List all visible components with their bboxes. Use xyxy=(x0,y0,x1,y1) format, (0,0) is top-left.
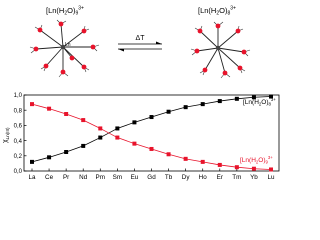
data-point xyxy=(64,112,69,116)
right-complex-mid: O) xyxy=(219,6,228,15)
left-complex-sup: 3+ xyxy=(78,6,84,12)
y-axis-label-main: χ xyxy=(2,139,9,143)
x-tick-label: La xyxy=(28,174,36,181)
x-tick-label: Yb xyxy=(250,174,258,181)
data-point xyxy=(30,102,34,107)
data-point xyxy=(47,155,52,160)
series-layer: [Ln(H2O)83+[Ln(H2O)93+ xyxy=(30,94,276,172)
data-point xyxy=(30,159,34,164)
equilibrium-arrows: ΔT xyxy=(118,35,162,52)
data-point xyxy=(47,106,52,111)
data-point xyxy=(251,166,256,171)
x-tick-label: Pm xyxy=(96,174,105,181)
x-tick-label: Sm xyxy=(113,174,122,181)
data-point xyxy=(81,118,86,123)
series-label: [Ln(H2O)83+ xyxy=(243,97,276,106)
data-point xyxy=(200,159,205,164)
series-label-base: [Ln(H xyxy=(240,157,256,164)
y-tick-label: 0,0 xyxy=(14,169,23,175)
figure-root: [Ln(H2O)93+ Ln xyxy=(2,6,280,181)
data-point xyxy=(251,95,256,100)
x-tick-label: Tm xyxy=(232,174,241,181)
left-center-atom: Ln xyxy=(65,42,71,48)
x-tick-label: Ho xyxy=(199,174,208,181)
right-complex-base: [Ln(H xyxy=(198,6,216,15)
y-tick-label: 0,6 xyxy=(14,124,23,130)
x-tick-label: Gd xyxy=(147,174,156,181)
y-tick-label: 0,8 xyxy=(14,108,23,114)
left-complex-mid: O) xyxy=(67,6,76,15)
x-tick-label: Er xyxy=(217,174,223,181)
right-complex-sub2: 8 xyxy=(227,11,230,17)
data-point xyxy=(166,109,171,114)
y-tick-label: 0,4 xyxy=(14,139,23,145)
data-point xyxy=(115,126,120,131)
series-label-sub1: 2 xyxy=(256,159,259,164)
series-label-base: [Ln(H xyxy=(243,99,259,106)
x-tick-label: Eu xyxy=(131,174,139,181)
data-point xyxy=(200,102,205,107)
data-point xyxy=(98,126,103,131)
right-molecule-diagram xyxy=(190,21,251,79)
data-point xyxy=(115,135,120,140)
data-point xyxy=(98,135,103,140)
data-point xyxy=(217,99,222,104)
data-point xyxy=(234,165,239,170)
series-0: [Ln(H2O)83+ xyxy=(30,94,276,164)
x-tick-label: Tb xyxy=(165,174,173,181)
data-point xyxy=(234,96,239,101)
x-tick-label: Nd xyxy=(79,174,88,181)
y-tick-label: 1,0 xyxy=(14,93,23,99)
left-complex-base: [Ln(H xyxy=(46,6,64,15)
arrow-label: ΔT xyxy=(136,35,146,42)
left-complex-sub2: 9 xyxy=(75,11,78,17)
y-axis-label-sub: Ln(III) xyxy=(5,127,10,139)
right-complex-label: [Ln(H2O)83+ xyxy=(198,6,236,17)
series-label-mid: O) xyxy=(258,157,265,164)
data-point xyxy=(166,152,171,157)
data-point xyxy=(269,94,273,99)
left-complex-label: [Ln(H2O)93+ xyxy=(46,6,84,17)
series-label-sub1: 2 xyxy=(259,101,262,106)
y-axis: 0,0 0,2 0,4 0,6 0,8 1,0 xyxy=(14,93,27,175)
data-point xyxy=(183,156,188,161)
data-point xyxy=(81,143,86,148)
series-label-sup: 3+ xyxy=(271,97,276,102)
series-1: [Ln(H2O)93+ xyxy=(30,102,273,172)
figure-svg: [Ln(H2O)93+ Ln xyxy=(2,6,280,181)
data-point xyxy=(269,167,273,172)
y-axis-label: χLn(III) xyxy=(2,127,10,143)
left-molecule-diagram: Ln xyxy=(29,19,100,78)
y-tick-label: 0,2 xyxy=(14,154,23,160)
right-complex-sub1: 2 xyxy=(216,11,219,17)
left-complex-sub1: 2 xyxy=(64,11,67,17)
data-point xyxy=(132,120,137,125)
series-label: [Ln(H2O)93+ xyxy=(240,155,273,164)
x-axis: La Ce Pr Nd Pm Sm Eu Gd Tb Dy Ho Er Tm Yb Lu xyxy=(28,168,275,181)
data-point xyxy=(64,150,69,154)
data-point xyxy=(183,105,188,110)
data-point xyxy=(149,146,154,151)
data-point xyxy=(149,115,154,120)
x-tick-label: Pr xyxy=(63,174,69,181)
right-complex-sup: 3+ xyxy=(230,6,236,12)
svg-text:[Ln(H2O)83+: [Ln(H2O)83+ xyxy=(198,6,236,17)
data-point xyxy=(132,141,137,146)
plot-area: 0,0 0,2 0,4 0,6 0,8 1,0 La Ce Pr Nd Pm Sm Eu Gd Tb Dy H… xyxy=(2,93,280,181)
series-label-mid: O) xyxy=(261,99,268,106)
x-tick-label: Dy xyxy=(182,174,191,181)
x-tick-label: Ce xyxy=(45,174,54,181)
series-label-sup: 3+ xyxy=(268,155,273,160)
x-tick-label: Lu xyxy=(267,174,275,181)
svg-text:[Ln(H2O)93+: [Ln(H2O)93+ xyxy=(46,6,84,17)
series-label-sub2: 9 xyxy=(266,159,269,164)
series-label-sub2: 8 xyxy=(269,101,272,106)
data-point xyxy=(217,162,222,167)
